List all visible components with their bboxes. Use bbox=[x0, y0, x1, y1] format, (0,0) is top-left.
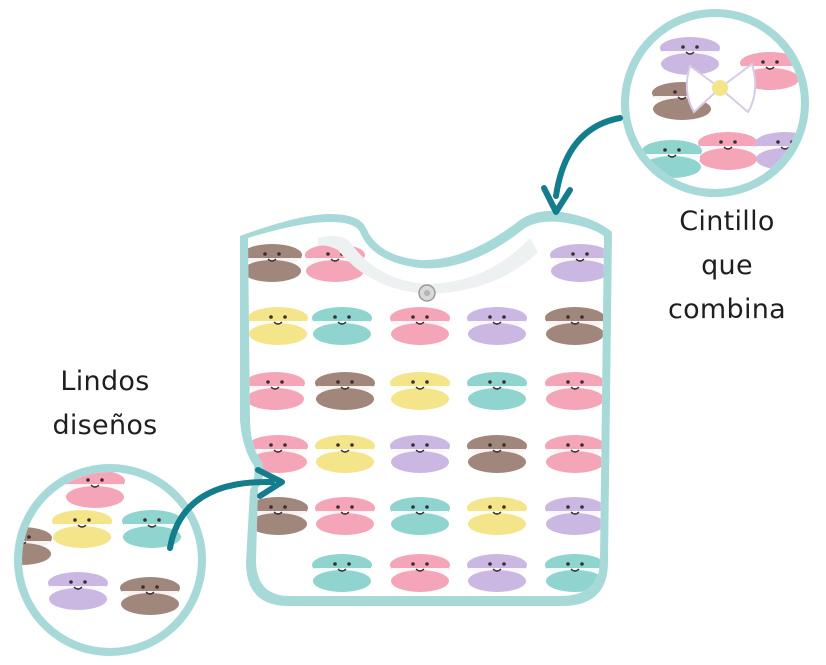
pattern-zoom-circle bbox=[14, 464, 206, 656]
matching-headband-caption: Cintillo que combina bbox=[632, 200, 822, 332]
caption-line: Lindos bbox=[60, 366, 150, 397]
baby-bib bbox=[240, 211, 612, 606]
arrow-to-headband bbox=[541, 115, 623, 215]
cute-designs-caption: Lindos diseños bbox=[20, 360, 190, 448]
arrow-to-pattern bbox=[167, 467, 285, 551]
caption-line: que bbox=[701, 250, 753, 281]
caption-line: Cintillo bbox=[679, 206, 775, 237]
bow-icon bbox=[685, 62, 757, 114]
snap-button bbox=[418, 284, 436, 302]
bib-neck-panel bbox=[318, 235, 538, 294]
headband-zoom-circle bbox=[621, 9, 809, 197]
caption-line: combina bbox=[667, 294, 787, 325]
caption-line: diseños bbox=[52, 410, 158, 441]
